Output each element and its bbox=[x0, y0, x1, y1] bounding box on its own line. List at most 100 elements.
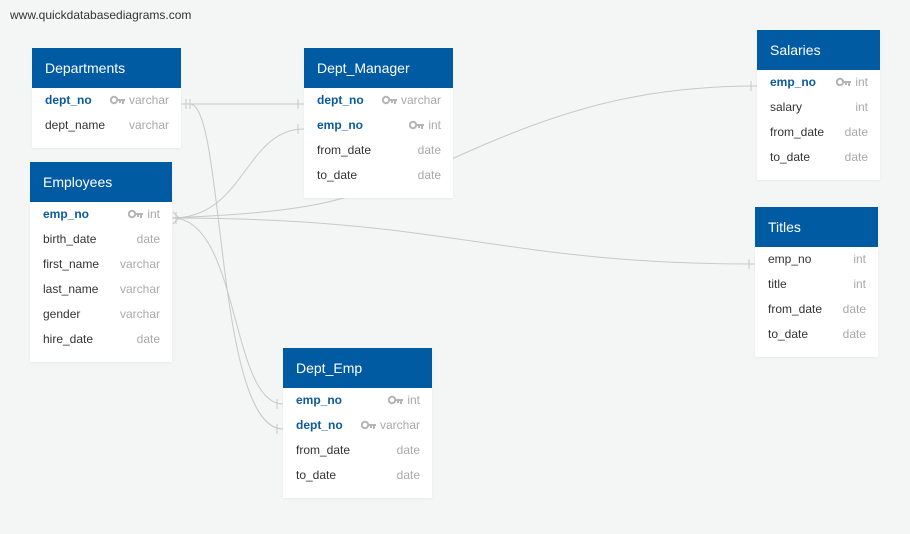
column-row[interactable]: from_date date bbox=[755, 297, 878, 322]
column-name: from_date bbox=[768, 302, 823, 316]
column-name: from_date bbox=[317, 143, 372, 157]
table-dept-manager[interactable]: Dept_Manager dept_no varchar emp_no int from_… bbox=[304, 48, 453, 198]
column-name: dept_no bbox=[317, 93, 364, 107]
column-name: dept_no bbox=[296, 418, 343, 432]
column-type-label: varchar bbox=[119, 257, 160, 271]
key-icon bbox=[109, 89, 126, 105]
column-type-label: int bbox=[147, 207, 160, 221]
table-header[interactable]: Dept_Emp bbox=[283, 348, 432, 388]
column-name: last_name bbox=[43, 282, 99, 296]
column-name: first_name bbox=[43, 257, 100, 271]
key-icon bbox=[381, 89, 398, 105]
column-type: int bbox=[128, 202, 160, 227]
table-dept-emp[interactable]: Dept_Emp emp_no int dept_no varchar from_date… bbox=[283, 348, 432, 498]
column-name: from_date bbox=[770, 125, 825, 139]
column-type: date bbox=[843, 322, 866, 347]
column-name: emp_no bbox=[768, 252, 812, 266]
column-type-label: date bbox=[396, 443, 420, 457]
column-type-label: date bbox=[136, 332, 160, 346]
column-row[interactable]: dept_no varchar bbox=[32, 88, 181, 113]
link-employees-dept-manager bbox=[171, 128, 305, 219]
column-type-label: int bbox=[428, 118, 441, 132]
key-icon bbox=[409, 114, 425, 130]
column-row[interactable]: from_date date bbox=[757, 120, 880, 145]
column-row[interactable]: emp_no int bbox=[755, 247, 878, 272]
column-type: date bbox=[843, 297, 866, 322]
column-type-label: date bbox=[417, 168, 441, 182]
table-header[interactable]: Salaries bbox=[757, 30, 880, 70]
column-row[interactable]: dept_no varchar bbox=[304, 88, 453, 113]
key-icon bbox=[388, 389, 404, 405]
column-type: int bbox=[388, 388, 420, 413]
column-row[interactable]: emp_no int bbox=[30, 202, 172, 227]
column-name: from_date bbox=[296, 443, 351, 457]
table-header[interactable]: Employees bbox=[30, 162, 172, 202]
table-header[interactable]: Dept_Manager bbox=[304, 48, 453, 88]
column-name: to_date bbox=[317, 168, 358, 182]
column-name: emp_no bbox=[317, 118, 364, 132]
column-type: varchar bbox=[120, 277, 160, 302]
column-row[interactable]: first_name varchar bbox=[30, 252, 172, 277]
column-row[interactable]: gender varchar bbox=[30, 302, 172, 327]
column-type: date bbox=[418, 163, 441, 188]
column-type-label: varchar bbox=[119, 307, 160, 321]
column-type-label: varchar bbox=[400, 93, 441, 107]
column-type-label: int bbox=[853, 252, 866, 266]
column-row[interactable]: dept_no varchar bbox=[283, 413, 432, 438]
column-type: int bbox=[853, 247, 866, 272]
column-name: to_date bbox=[768, 327, 809, 341]
column-type-label: date bbox=[136, 232, 160, 246]
link-employees-titles bbox=[171, 217, 756, 265]
column-name: to_date bbox=[296, 468, 337, 482]
key-icon bbox=[360, 414, 377, 430]
column-name: gender bbox=[43, 307, 81, 321]
column-type-label: int bbox=[855, 75, 868, 89]
column-type: date bbox=[137, 327, 160, 352]
table-header[interactable]: Departments bbox=[32, 48, 181, 88]
column-type-label: varchar bbox=[128, 93, 169, 107]
column-type-label: int bbox=[853, 277, 866, 291]
column-row[interactable]: from_date date bbox=[304, 138, 453, 163]
column-row[interactable]: to_date date bbox=[304, 163, 453, 188]
column-type: date bbox=[397, 438, 420, 463]
column-type: date bbox=[845, 120, 868, 145]
column-type: varchar bbox=[120, 252, 160, 277]
site-url: www.quickdatabasediagrams.com bbox=[10, 8, 192, 22]
column-row[interactable]: from_date date bbox=[283, 438, 432, 463]
column-type-label: date bbox=[417, 143, 441, 157]
column-type-label: date bbox=[842, 327, 866, 341]
column-type-label: date bbox=[844, 125, 868, 139]
column-name: dept_no bbox=[45, 93, 92, 107]
column-row[interactable]: last_name varchar bbox=[30, 277, 172, 302]
column-type: int bbox=[409, 113, 441, 138]
column-type: int bbox=[836, 70, 868, 95]
column-name: dept_name bbox=[45, 118, 106, 132]
column-row[interactable]: to_date date bbox=[755, 322, 878, 347]
link-employees-dept-emp bbox=[171, 217, 284, 405]
column-type-label: varchar bbox=[119, 282, 160, 296]
column-type-label: int bbox=[407, 393, 420, 407]
column-name: emp_no bbox=[296, 393, 343, 407]
column-type: varchar bbox=[381, 88, 441, 113]
column-type-label: varchar bbox=[379, 418, 420, 432]
column-row[interactable]: emp_no int bbox=[304, 113, 453, 138]
column-row[interactable]: emp_no int bbox=[283, 388, 432, 413]
column-type: int bbox=[853, 272, 866, 297]
table-header[interactable]: Titles bbox=[755, 207, 878, 247]
column-name: emp_no bbox=[43, 207, 90, 221]
key-icon bbox=[128, 203, 144, 219]
column-type: date bbox=[845, 145, 868, 170]
column-type-label: date bbox=[844, 150, 868, 164]
